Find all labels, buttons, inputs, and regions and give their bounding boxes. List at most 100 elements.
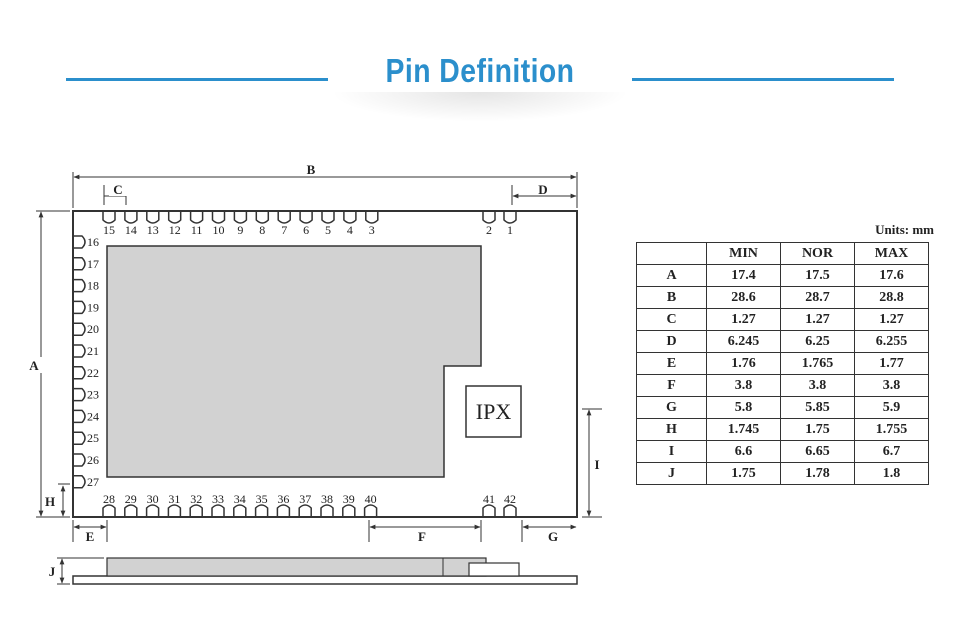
pin-pad [73,366,86,380]
pin-label: 5 [325,223,331,237]
label-bg [28,357,44,373]
pin-label: 27 [87,475,99,489]
dimension-name-cell: C [636,308,707,331]
pin-pad [73,278,86,293]
pin-pad [73,453,86,467]
pin-pad [363,504,378,517]
dimension-name-cell: A [636,264,707,287]
dimension-value-cell: 6.7 [854,440,929,463]
dimension-label-j: J [49,564,56,579]
dimension-name-cell: I [636,440,707,463]
dimension-value-cell: 6.25 [780,330,855,353]
pin-pad [320,504,334,517]
label-bg [109,180,129,196]
units-label: Units: mm [875,222,934,237]
pin-label: 33 [212,492,224,506]
pin-pad [73,300,86,315]
title-shadow [330,92,630,122]
dimension-value-cell: 1.755 [854,418,929,441]
pin-label: 41 [483,492,495,506]
title-header: Pin Definition [0,0,960,130]
pin-label: 15 [103,223,115,237]
pin-pad [503,504,517,517]
dimension-name-cell: E [636,352,707,375]
pin-label: 3 [369,223,375,237]
pin-label: 16 [87,235,99,249]
pin-label: 23 [87,388,99,402]
pin-label: 21 [87,344,99,358]
pin-pad [503,211,517,224]
dimension-value-cell: 6.245 [706,330,781,353]
pin-pad [211,211,226,224]
ipx-label: IPX [476,399,512,424]
side-view-shield [106,557,487,577]
title-rule-left [66,78,328,81]
pin-label: 32 [190,492,202,506]
pin-label: 7 [281,223,287,237]
pin-label: 31 [168,492,180,506]
dimension-name-cell: B [636,286,707,309]
dimension-value-cell: 1.27 [854,308,929,331]
pin-label: 37 [299,492,311,506]
pin-label: 13 [147,223,159,237]
pin-pad [124,504,138,517]
pin-label: 38 [321,492,333,506]
dimension-value-cell: 1.27 [706,308,781,331]
dimension-name-cell: H [636,418,707,441]
pin-pad [73,409,86,424]
pin-label: 10 [213,223,225,237]
dimension-value-cell: 28.8 [854,286,929,309]
table-header-row: MIN NOR MAX [636,242,929,265]
pin-label: 6 [303,223,309,237]
pin-pad [298,504,312,517]
side-view-pcb [72,575,578,585]
pin-pad [189,504,203,517]
pin-label: 39 [343,492,355,506]
pin-pad [255,211,270,224]
pin-pad [233,211,248,224]
dimension-value-cell: 17.6 [854,264,929,287]
dimension-value-cell: 5.85 [780,396,855,419]
pin-label: 17 [87,257,99,271]
pin-label: 26 [87,453,99,467]
dimension-value-cell: 6.255 [854,330,929,353]
shield-area [106,245,482,478]
pin-pad [365,211,379,224]
dimension-name-cell: G [636,396,707,419]
pin-label: 28 [103,492,115,506]
dimension-value-cell: 5.8 [706,396,781,419]
pin-pad [189,211,204,224]
pin-label: 12 [169,223,181,237]
pin-pad [167,211,182,224]
dimension-name-cell: F [636,374,707,397]
dimension-value-cell: 1.765 [780,352,855,375]
pin-pad [73,235,86,249]
pin-label: 11 [191,223,203,237]
pin-label: 22 [87,366,99,380]
pin-label: 34 [234,492,246,506]
dimension-value-cell: 28.6 [706,286,781,309]
dimension-label-a: A [29,358,39,373]
dimension-label-c: C [113,182,122,197]
table-header-cell: NOR [780,242,855,265]
pin-label: 18 [87,279,99,293]
pin-pad [211,504,225,517]
pin-label: 19 [87,300,99,314]
page-title: Pin Definition [385,52,575,89]
dimension-name-cell: D [636,330,707,353]
pin-pad [299,211,313,224]
pin-label: 40 [365,492,377,506]
dimension-label-b: B [307,162,316,177]
dimension-label-d: D [538,182,547,197]
table-header-cell [636,242,707,265]
dimension-label-e: E [86,529,95,544]
table-header-cell: MAX [854,242,929,265]
dimension-value-cell: 1.27 [780,308,855,331]
